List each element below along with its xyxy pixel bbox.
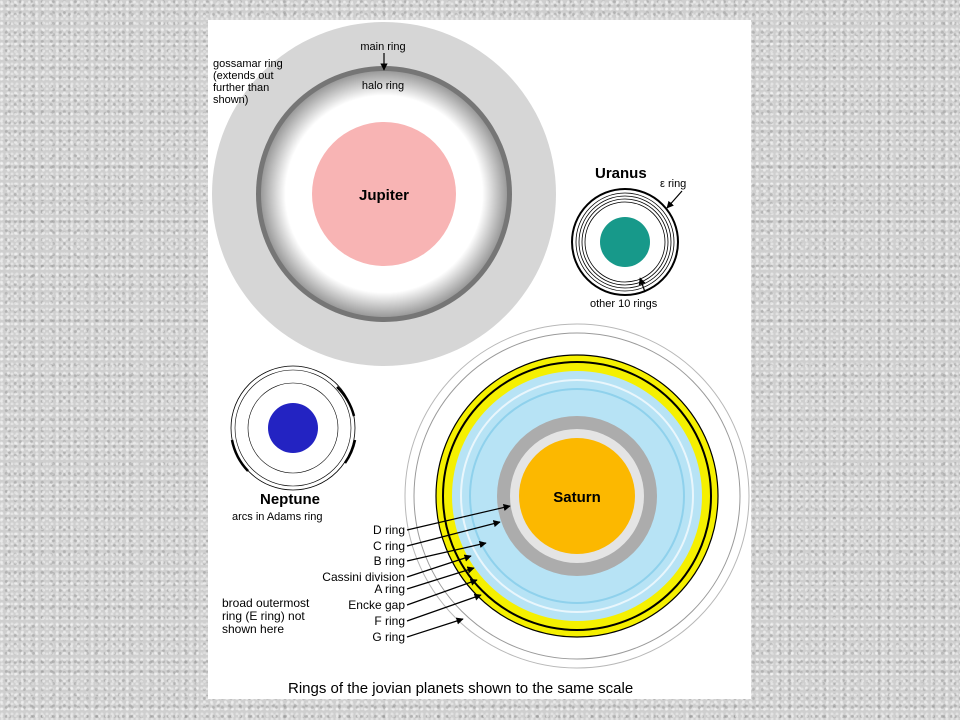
e-ring-note-line-3: shown here — [222, 622, 284, 636]
a-ring-label: A ring — [374, 582, 405, 596]
uranus-inner-ring — [584, 201, 666, 283]
jupiter-planet — [312, 122, 456, 266]
neptune-ring — [234, 369, 352, 487]
saturn-planet — [519, 438, 635, 554]
neptune-ring — [247, 382, 339, 474]
encke-gap-arrow — [406, 578, 478, 606]
saturn-ring-labels: D ring C ring B ring Cassini division A … — [322, 503, 511, 644]
neptune-planet — [268, 403, 318, 453]
gossamar-ring-label: gossamar ring — [213, 58, 283, 70]
g-ring-label: G ring — [372, 630, 405, 644]
other-rings-label: other 10 rings — [590, 298, 658, 310]
g-ring-arrow — [406, 617, 464, 638]
other-rings-arrow — [638, 277, 646, 293]
b-ring-arrow — [406, 540, 487, 562]
a-ring-arrow — [406, 566, 475, 590]
jupiter-label: Jupiter — [359, 187, 409, 204]
e-ring-note: broad outermost ring (E ring) not shown … — [222, 596, 310, 636]
c-ring-label: C ring — [373, 539, 405, 553]
cassini-division-arrow — [406, 554, 472, 578]
epsilon-ring-arrow — [666, 190, 683, 209]
b-ring-label: B ring — [374, 554, 405, 568]
adams-ring-arc — [230, 439, 249, 472]
neptune-ring — [230, 365, 356, 491]
uranus-inner-ring — [578, 195, 672, 289]
d-ring-arrow — [406, 503, 511, 531]
saturn-g-ring — [413, 332, 741, 660]
saturn-e-ring-boundary — [404, 323, 750, 669]
neptune-label: Neptune — [260, 491, 320, 508]
e-ring-note-line-1: broad outermost — [222, 596, 310, 610]
uranus-inner-ring — [575, 192, 675, 292]
saturn-encke-gap — [460, 379, 694, 613]
saturn-cassini-division — [469, 388, 685, 604]
adams-ring-arc — [343, 439, 357, 464]
uranus-inner-ring — [581, 198, 669, 286]
diagram-caption: Rings of the jovian planets shown to the… — [288, 680, 633, 697]
c-ring-arrow — [406, 520, 501, 547]
uranus-label: Uranus — [595, 165, 647, 182]
adams-ring-arc — [336, 386, 356, 417]
jovian-rings-diagram: Jupiter main ring halo ring gossamar rin… — [212, 22, 750, 697]
d-ring-label: D ring — [373, 523, 405, 537]
adams-ring-label: arcs in Adams ring — [232, 511, 322, 523]
neptune-system: Neptune arcs in Adams ring — [230, 365, 357, 523]
e-ring-note-line-2: ring (E ring) not — [222, 609, 305, 623]
main-ring-label: main ring — [360, 41, 405, 53]
uranus-system: Uranus ε ring other 10 rings — [571, 165, 686, 310]
saturn-system: Saturn — [404, 323, 750, 669]
epsilon-ring-label: ε ring — [660, 178, 686, 190]
uranus-epsilon-ring — [571, 188, 679, 296]
encke-gap-label: Encke gap — [348, 598, 405, 612]
f-ring-label: F ring — [374, 614, 405, 628]
jupiter-system: Jupiter main ring halo ring gossamar rin… — [212, 22, 556, 366]
gossamar-ring-note-2: further than — [213, 82, 269, 94]
uranus-planet — [600, 217, 650, 267]
gossamar-ring-note-1: (extends out — [213, 70, 274, 82]
cassini-division-label: Cassini division — [322, 570, 405, 584]
f-ring-arrow — [406, 593, 482, 622]
diagram-panel: Jupiter main ring halo ring gossamar rin… — [208, 20, 751, 699]
gossamar-ring-note-3: shown) — [213, 94, 248, 106]
saturn-label: Saturn — [553, 489, 601, 506]
halo-ring-label: halo ring — [362, 80, 404, 92]
